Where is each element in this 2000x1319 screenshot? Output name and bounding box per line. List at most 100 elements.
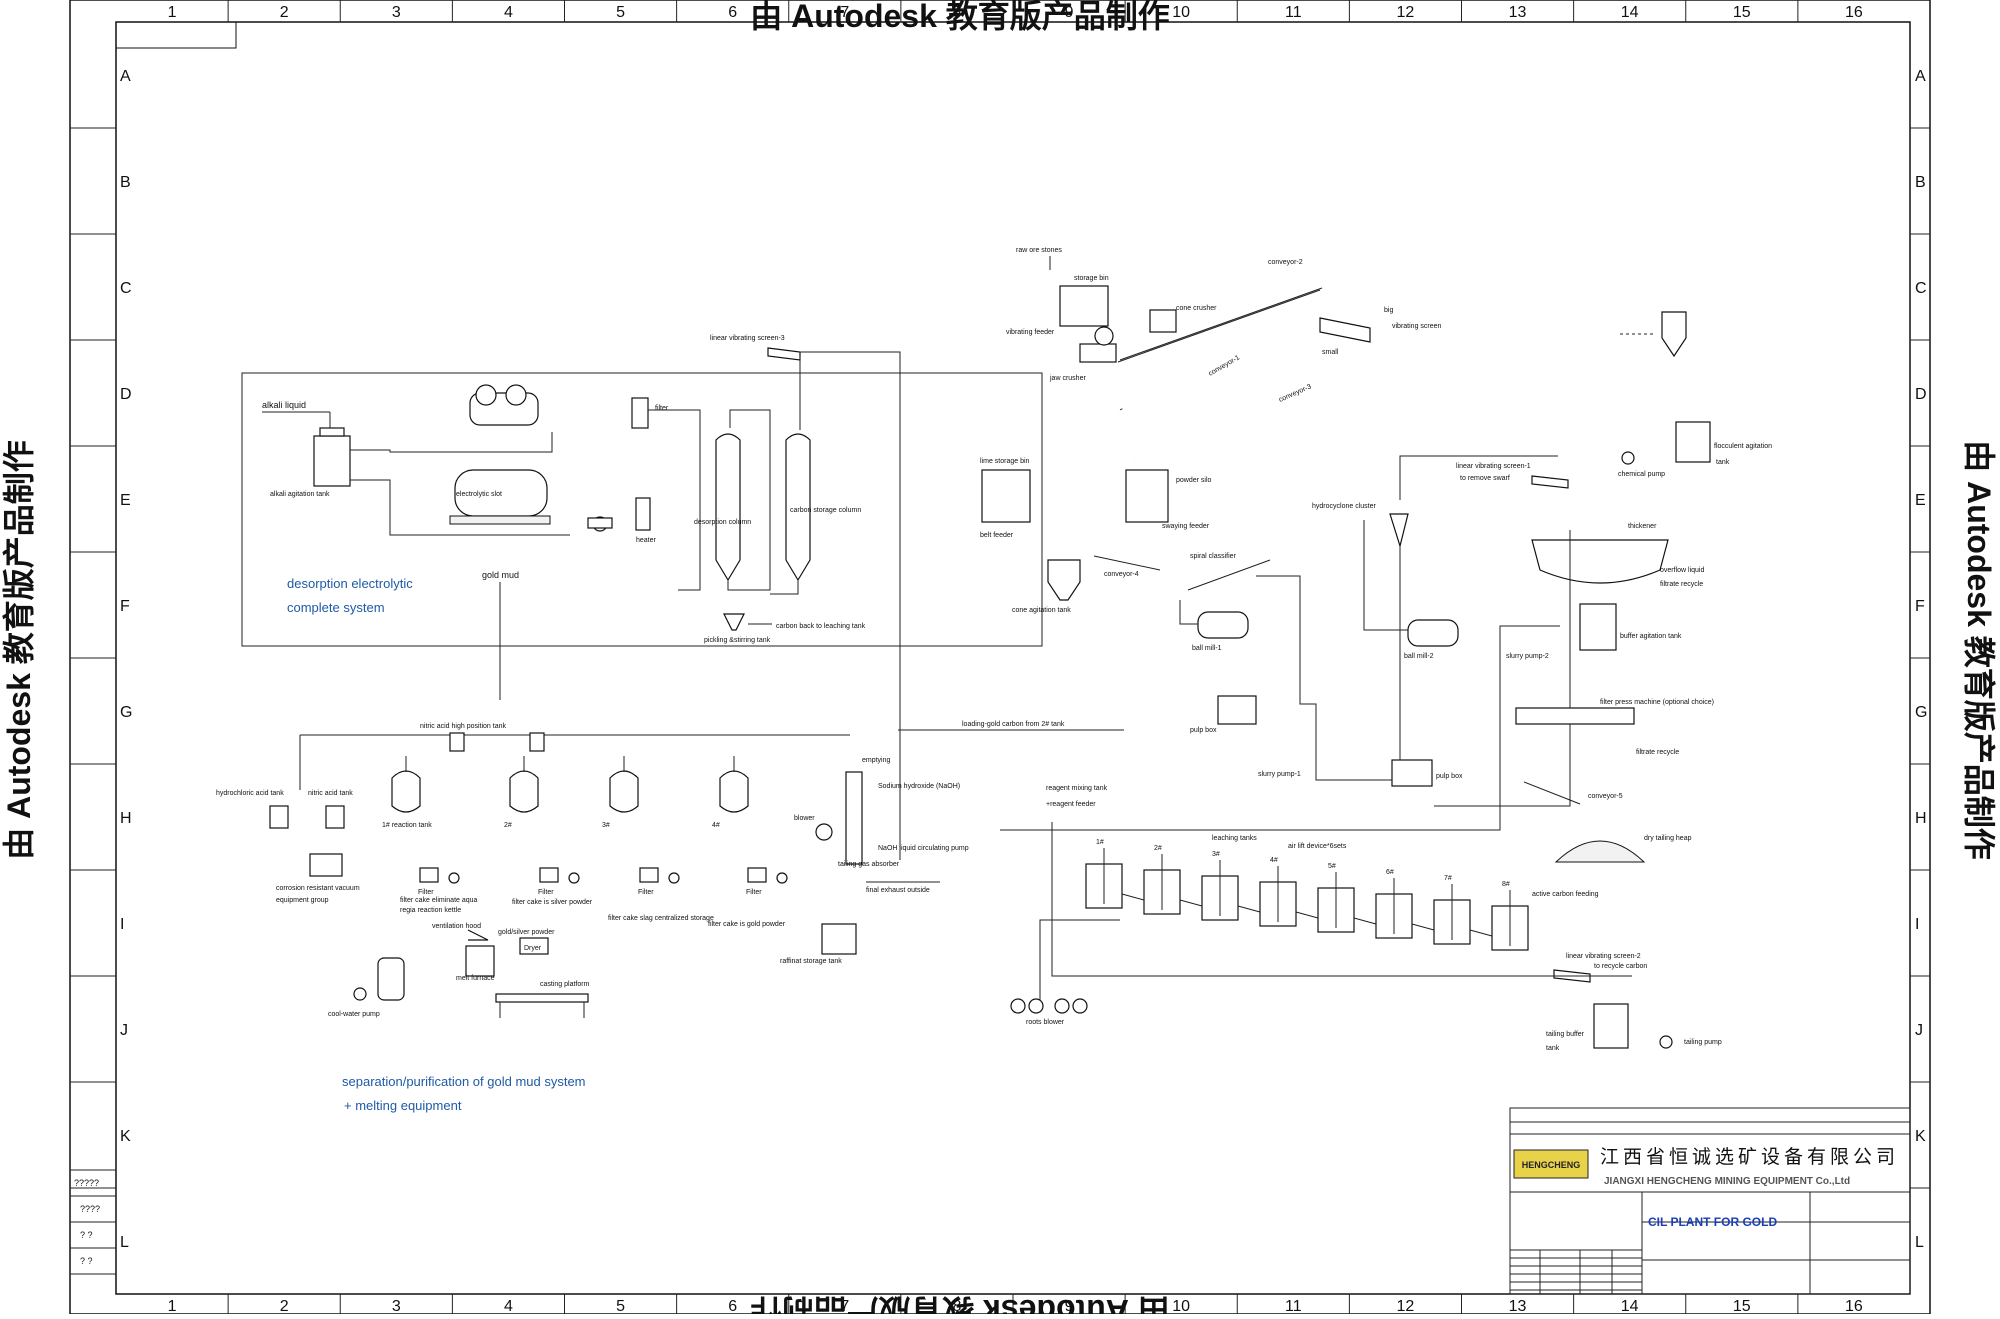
filter-label: Filter [746, 889, 762, 896]
filter-press-icon [1515, 707, 1635, 725]
leaching-tank-row: 1#2#3#4#5#6#7#8# [1085, 839, 1529, 951]
label-active-carbon: active carbon feeding [1532, 891, 1599, 898]
leaching-tank-number: 8# [1502, 881, 1510, 888]
label-raw-ore: raw ore stones [1016, 247, 1062, 254]
title-block: HENGCHENG 江西省恒诚选矿设备有限公司 JIANGXI HENGCHEN… [1509, 1107, 1911, 1295]
leaching-tank-number: 3# [1212, 851, 1220, 858]
label-loading: loading-gold carbon from 2# tank [962, 721, 1065, 728]
label-cake1: filter cake eliminate aqua [400, 897, 478, 904]
watermark-top: 由 Autodesk 教育版产品制作 [750, 0, 1170, 34]
label-roots: roots blower [1026, 1019, 1065, 1026]
grid-column-label: 2 [280, 1298, 289, 1314]
roots-blower-icon [1010, 998, 1088, 1014]
grid-row-label: D [120, 386, 132, 403]
label-t2: 2# [504, 822, 512, 829]
label-pulp-box: pulp box [1190, 727, 1217, 734]
leaching-tank-number: 5# [1328, 863, 1336, 870]
vacuum-group-icon [309, 853, 343, 877]
leaching-tank-number: 2# [1154, 845, 1162, 852]
title-block-rows [1510, 1249, 1642, 1294]
label-reagent2: +reagent feeder [1046, 801, 1096, 808]
carbon-column-icon [785, 433, 811, 582]
company-name-cn: 江西省恒诚选矿设备有限公司 [1600, 1146, 1899, 1168]
grid-column-label: 7 [840, 4, 849, 21]
drawing-title: CIL PLANT FOR GOLD [1648, 1215, 1777, 1229]
label-floc-tank: flocculent agitation [1714, 443, 1772, 450]
tailing-pump-icon [1659, 1035, 1673, 1049]
grid-column-label: 13 [1509, 4, 1527, 21]
reaction-tank-icon [609, 770, 639, 813]
lvs3-icon [767, 347, 801, 361]
filter-unit-icon [747, 867, 767, 883]
label-cone-crusher: cone crusher [1176, 305, 1217, 312]
pulp-box-2-icon [1391, 759, 1433, 787]
label-casting: casting platform [540, 981, 590, 988]
grid-row-label: C [1915, 280, 1927, 297]
label-filtrate: filtrate recycle [1660, 581, 1703, 588]
outer-frame [69, 0, 1931, 1315]
grid-column-label: 9 [1065, 4, 1074, 21]
label-melt-furnace: melt furnace [456, 975, 495, 982]
grid-row-label: K [1915, 1128, 1926, 1145]
grid-column-label: 15 [1733, 4, 1751, 21]
label-cake1b: regia reaction kettle [400, 907, 461, 914]
desorption-system: alkali liquid alkali agitation tank elec… [241, 335, 1043, 860]
grid-row-label: I [120, 916, 124, 933]
tailing-buffer-icon [1593, 1003, 1629, 1049]
label-cone-tank: cone agitation tank [1012, 607, 1071, 614]
desorption-title-1: desorption electrolytic [287, 576, 413, 591]
label-powder-silo: powder silo [1176, 477, 1212, 484]
desorption-title-2: complete system [287, 600, 385, 615]
grid-column-label: 16 [1845, 1298, 1863, 1314]
watermark-bottom: 由 Autodesk 教育版产品制作 [750, 1293, 1170, 1314]
lvs1-icon [1531, 475, 1569, 489]
grid-column-label: 8 [952, 4, 961, 21]
grid-column-label: 8 [952, 1298, 961, 1314]
filter-unit-icon [419, 867, 439, 883]
grid-column-label: 6 [728, 4, 737, 21]
label-tailing-buffer2: tank [1546, 1045, 1560, 1052]
corner-box [115, 21, 237, 49]
label-lvs2b: to recycle carbon [1594, 963, 1647, 970]
label-filter-press: filter press machine (optional choice) [1600, 699, 1714, 706]
label-air-lift: air lift device*6sets [1288, 843, 1347, 850]
label-storage-bin: storage bin [1074, 275, 1109, 282]
leaching-section: loading-gold carbon from 2# tank reagent… [898, 699, 1722, 1052]
label-heater: heater [636, 537, 657, 544]
reaction-tanks [391, 756, 749, 813]
filter-pump-icon [776, 872, 788, 884]
label-hydrocyclone: hydrocyclone cluster [1312, 503, 1376, 510]
buffer-tank-icon [1579, 603, 1617, 651]
filter-pump-icon [568, 872, 580, 884]
filter-icon [631, 397, 649, 429]
gold-mud-title-1: separation/purification of gold mud syst… [342, 1074, 586, 1089]
label-reagent1: reagent mixing tank [1046, 785, 1108, 792]
dryer-icon [519, 937, 549, 955]
grid-column-label: 13 [1509, 1298, 1527, 1314]
label-lvs3: linear vibrating screen-3 [710, 335, 785, 342]
grid-column-label: 9 [1065, 1298, 1074, 1314]
grid-dividers [70, 0, 1930, 1314]
grid-column-label: 16 [1845, 4, 1863, 21]
ventilation-hood-icon [467, 929, 489, 941]
storage-bin-icon [1059, 285, 1109, 327]
melt-furnace-icon [465, 945, 495, 977]
cool-pump-icon [353, 987, 367, 1001]
filter-unit-icon [639, 867, 659, 883]
grid-row-label: C [120, 280, 132, 297]
label-swaying-feeder: swaying feeder [1162, 523, 1210, 530]
label-vibrating-feeder: vibrating feeder [1006, 329, 1055, 336]
crushing-section: raw ore stones storage bin vibrating fee… [1006, 247, 1687, 460]
grid-column-label: 5 [616, 1298, 625, 1314]
thickener-icon [1531, 539, 1669, 584]
label-leaching-tanks: leaching tanks [1212, 835, 1257, 842]
casting-platform-icon [495, 993, 589, 1003]
label-conveyor2: conveyor-2 [1268, 259, 1303, 266]
grid-row-label: A [120, 68, 131, 85]
leaching-tank-number: 7# [1444, 875, 1452, 882]
grid-row-label: E [1915, 492, 1926, 509]
label-conveyor5: conveyor-5 [1588, 793, 1623, 800]
logo-text: HENGCHENG [1522, 1160, 1581, 1170]
label-gold-mud: gold mud [482, 570, 519, 580]
